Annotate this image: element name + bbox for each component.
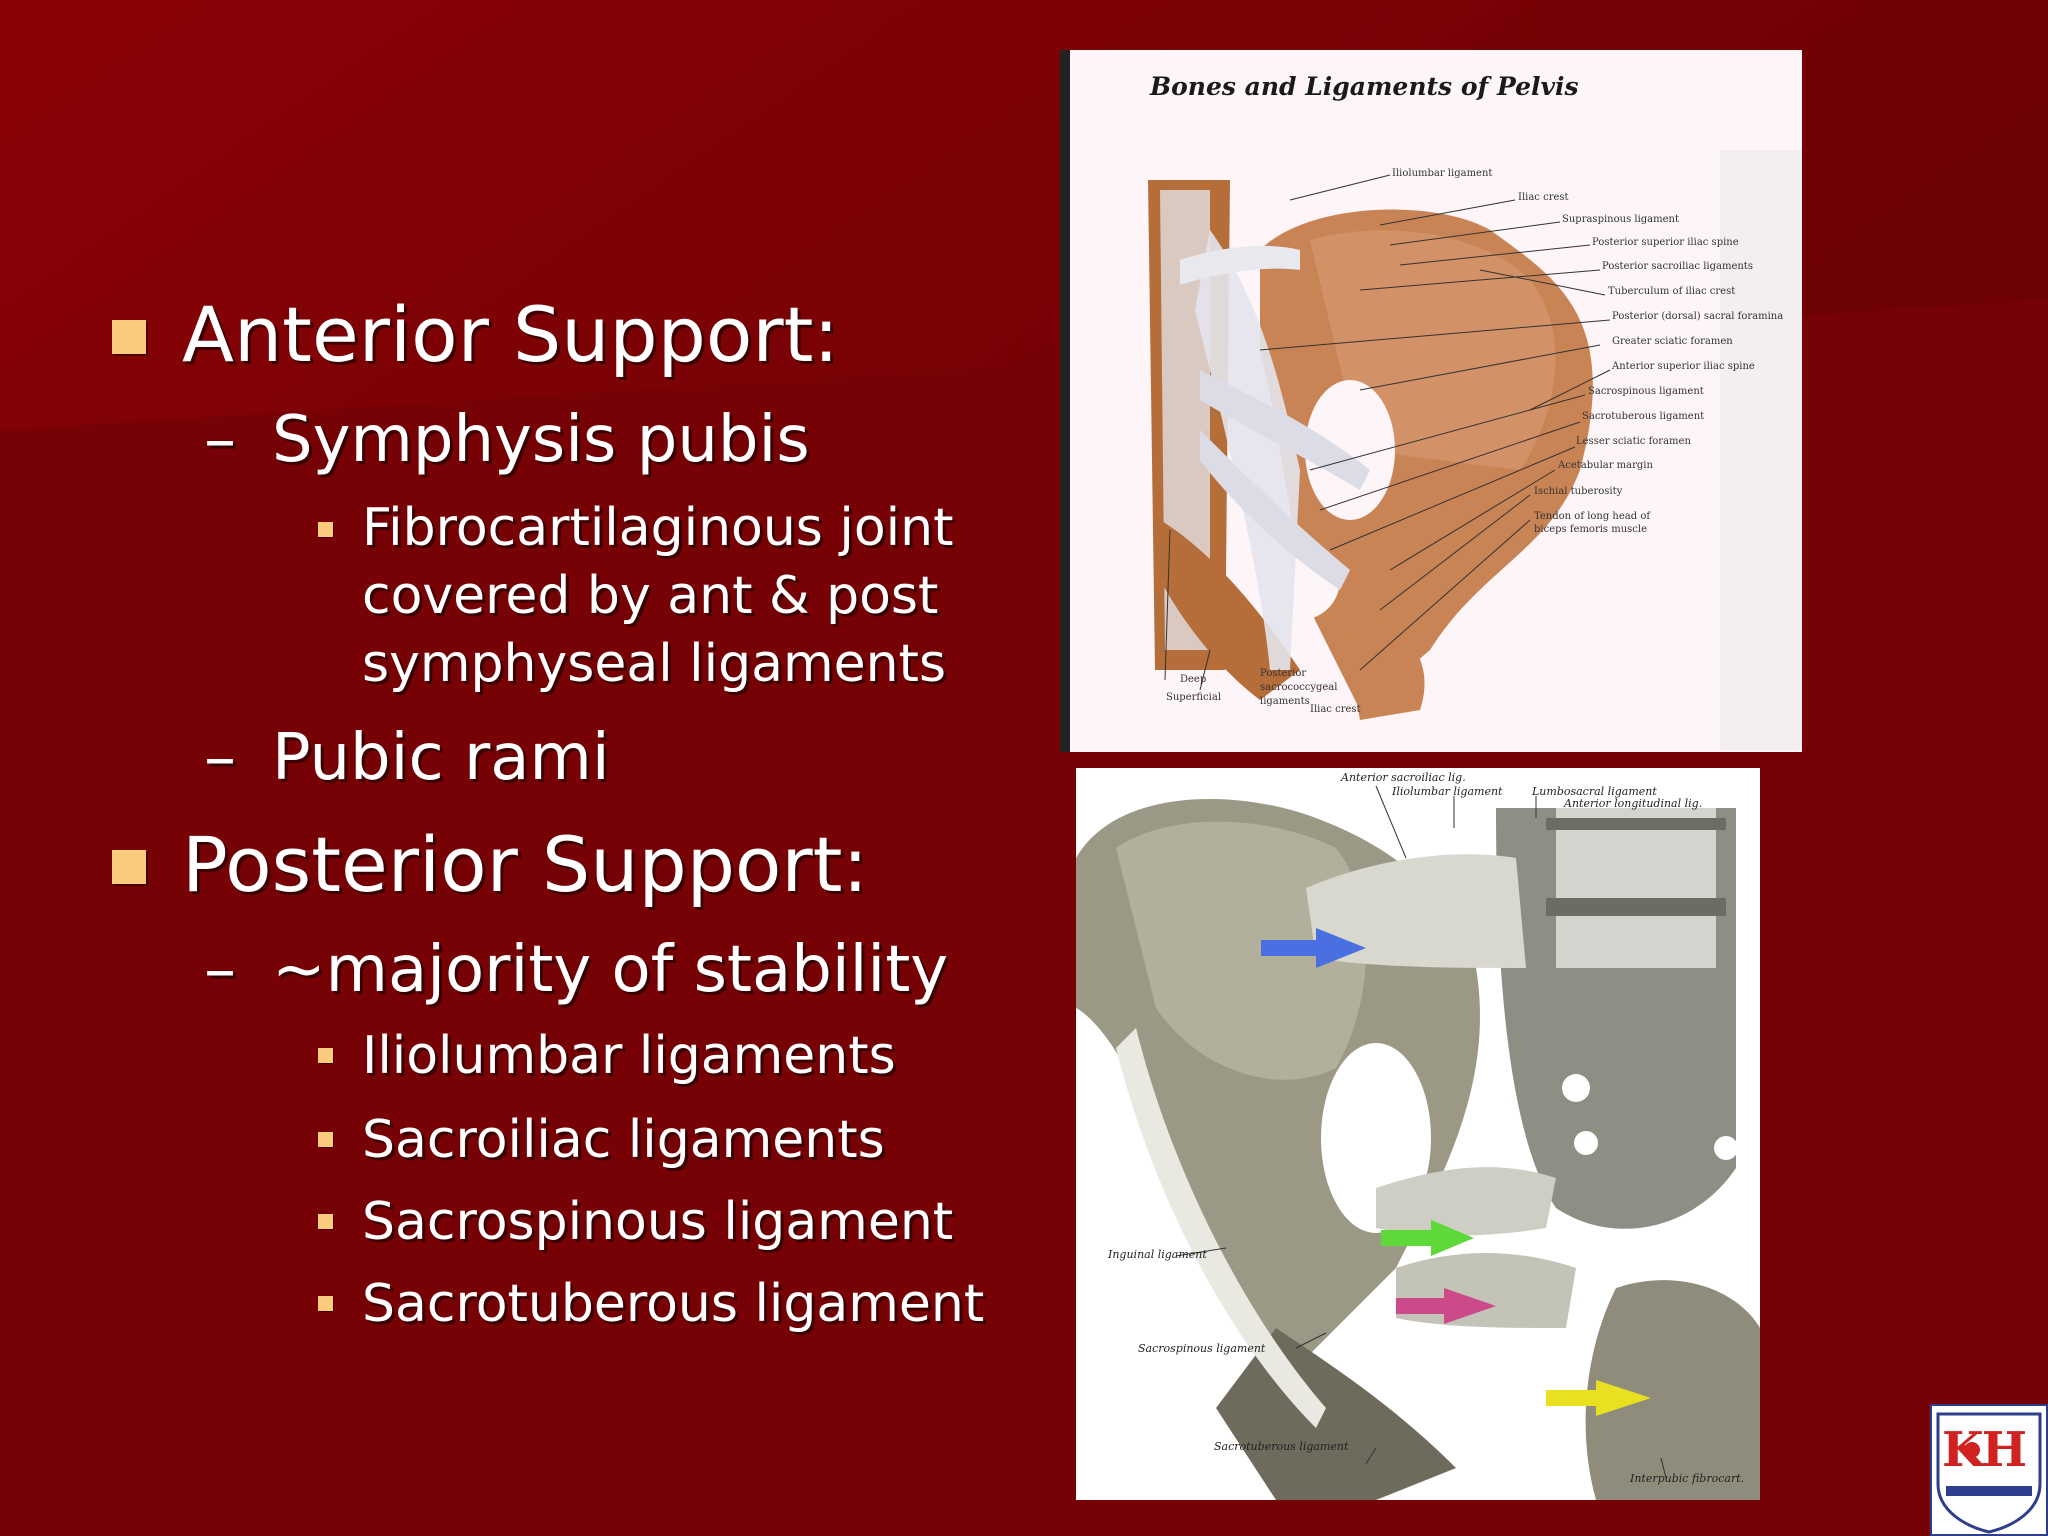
bullet-square [112,320,146,354]
bullet-square-small [318,522,333,537]
institution-logo: KH [1930,1404,2048,1536]
bullet-square-small [318,1214,333,1229]
dash-marker: – [204,403,236,477]
majority-stability-item: ~majority of stability [272,933,949,1007]
bullet-square-small [318,1048,333,1063]
logo-crest-icon [1936,1412,2042,1534]
figure-label: biceps femoris muscle [1534,524,1648,535]
posterior-list-item: Sacrospinous ligament [362,1192,954,1252]
figure-label: Tendon of long head of [1534,511,1651,522]
figure-label: Posterior superior iliac spine [1592,237,1739,248]
figure-label: Acetabular margin [1558,460,1653,471]
figure-label: Iliac crest [1518,192,1569,203]
figure-label: Tuberculum of iliac crest [1608,286,1736,297]
figure-label: Sacrospinous ligament [1588,386,1704,397]
figure-label: Deep [1180,674,1207,685]
pubic-rami-item: Pubic rami [272,721,610,795]
figure-label: Inguinal ligament [1108,1248,1207,1261]
bullet-square-small [318,1296,333,1311]
anterior-support-heading: Anterior Support: [182,290,840,379]
figure-label: sacrococcygeal [1260,682,1338,693]
figure-label: Anterior superior iliac spine [1612,361,1755,372]
figure-label: Posterior sacroiliac ligaments [1602,261,1753,272]
posterior-list-item: Sacroiliac ligaments [362,1110,885,1170]
figure-label: Sacrotuberous ligament [1214,1440,1349,1453]
symphysis-detail-line1: Fibrocartilaginous joint [362,498,954,558]
figure-label: Sacrospinous ligament [1138,1342,1266,1355]
symphysis-pubis-item: Symphysis pubis [272,403,810,477]
pelvis-anterior-illustration: Anterior sacroiliac lig. Iliolumbar liga… [1076,768,1760,1500]
figure-label: Anterior longitudinal lig. [1564,797,1703,810]
posterior-support-heading: Posterior Support: [182,820,869,909]
figure-label: Lesser sciatic foramen [1576,436,1691,447]
dash-marker: – [204,933,236,1007]
posterior-list-item: Iliolumbar ligaments [362,1026,896,1086]
figure-label: Anterior sacroiliac lig. [1341,771,1466,784]
figure-label: Supraspinous ligament [1562,214,1679,225]
bullet-square-small [318,1132,333,1147]
figure-label: Sacrotuberous ligament [1582,411,1705,422]
slide-text: Anterior Support: – Symphysis pubis Fibr… [112,290,985,1334]
figure-label: Superficial [1166,692,1222,703]
figure-label: Lumbosacral ligament [1532,785,1657,798]
pelvis-anterior-drawing [1076,768,1760,1500]
figure-label: Interpubic fibrocart. [1630,1472,1745,1485]
dash-marker: – [204,721,236,795]
figure-label: Iliolumbar ligament [1392,785,1503,798]
symphysis-detail-line3: symphyseal ligaments [362,634,947,694]
symphysis-detail-line2: covered by ant & post [362,566,939,626]
figure-title: Bones and Ligaments of Pelvis [1150,72,1579,101]
figure-label: Posterior (dorsal) sacral foramina [1612,311,1784,322]
figure-label: Posterior [1260,668,1307,679]
pelvis-posterior-drawing [1060,50,1802,752]
figure-label: Ischial tuberosity [1534,486,1623,497]
posterior-list-item: Sacrotuberous ligament [362,1274,985,1334]
logo-text: KH [1942,1422,2027,1478]
figure-label: Greater sciatic foramen [1612,336,1733,347]
pelvis-ligaments-illustration: Bones and Ligaments of Pelvis Iliolumbar… [1060,50,1802,752]
figure-label: Iliolumbar ligament [1392,168,1493,179]
figure-label: ligaments [1260,696,1310,707]
figure-label: Iliac crest [1310,704,1361,715]
bullet-square [112,850,146,884]
